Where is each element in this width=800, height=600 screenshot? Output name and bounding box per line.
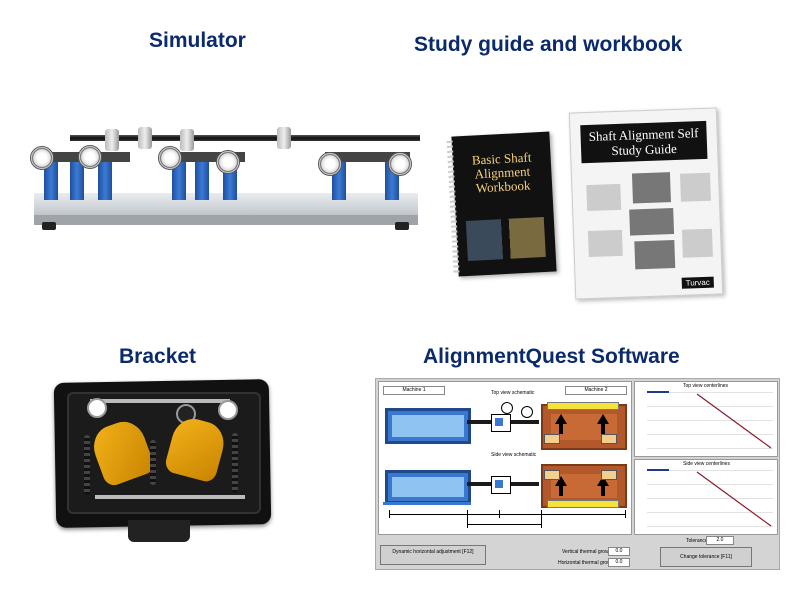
simulator-leg xyxy=(98,160,112,200)
top-centerline-chart: Top view centerlines xyxy=(634,381,778,457)
centerline-machine1 xyxy=(647,391,669,393)
arrow-up-icon xyxy=(597,414,609,424)
arrow-up-icon xyxy=(597,476,609,486)
bracket-chain xyxy=(232,433,238,493)
centerline-machine2 xyxy=(696,471,772,527)
top-centerline-title: Top view centerlines xyxy=(683,383,729,389)
arrow-stem xyxy=(601,424,605,434)
tolerance-label: Tolerance xyxy=(686,538,708,544)
dial-gauge-icon xyxy=(87,398,107,418)
foot-bar xyxy=(547,500,619,508)
machine1-label: Machine 1 xyxy=(383,386,445,395)
guide-diagram xyxy=(681,228,713,258)
study-guide-title: Study guide and workbook xyxy=(414,33,683,56)
alignmentquest-window: Machine 1 Machine 2 Top view schematic S… xyxy=(375,378,780,570)
adjust-knob-icon xyxy=(30,146,54,170)
coupling xyxy=(277,127,291,149)
simulator-leg xyxy=(44,160,58,200)
bracket-chain xyxy=(84,435,90,495)
simulator-shaft xyxy=(70,135,420,141)
bracket-rod xyxy=(90,399,230,403)
bracket-rod xyxy=(95,495,245,499)
dynamic-adjustment-button[interactable]: Dynamic horizontal adjustment [F12] xyxy=(380,545,486,565)
guide-photo xyxy=(631,172,671,204)
simulator-title: Simulator xyxy=(149,29,246,52)
guide-diagram xyxy=(679,172,711,202)
arrow-stem xyxy=(559,424,563,434)
horizontal-thermal-label: Horizontal thermal growth xyxy=(558,560,615,566)
foot-bar xyxy=(547,402,619,410)
arrow-stem xyxy=(559,486,563,496)
coupling xyxy=(105,129,119,151)
software-title: AlignmentQuest Software xyxy=(423,345,680,368)
machine1-side xyxy=(385,470,471,504)
bracket-chain xyxy=(150,440,156,485)
adjust-knob-icon xyxy=(78,145,102,169)
case-handle xyxy=(128,520,190,542)
side-centerline-chart: Side view centerlines xyxy=(634,459,778,535)
vertical-thermal-input[interactable]: 0.0 xyxy=(608,547,630,556)
adjust-knob-icon xyxy=(318,152,342,176)
simulator-foot xyxy=(42,222,56,230)
value-box xyxy=(544,470,560,480)
value-box xyxy=(601,434,617,444)
side-centerline-title: Side view centerlines xyxy=(683,461,730,467)
arrow-up-icon xyxy=(555,414,567,424)
top-view-schematic-label: Top view schematic xyxy=(491,390,535,396)
horizontal-thermal-input[interactable]: 0.0 xyxy=(608,558,630,567)
arrow-stem xyxy=(601,486,605,496)
adjust-knob-icon xyxy=(388,152,412,176)
dial-gauge-icon xyxy=(218,400,238,420)
centerline-machine2 xyxy=(696,393,772,449)
schematic-panel: Machine 1 Machine 2 Top view schematic S… xyxy=(378,381,632,535)
simulator-foot xyxy=(395,222,409,230)
coupling-hub xyxy=(495,418,503,426)
adjust-knob-icon xyxy=(216,150,240,174)
dimension-tick xyxy=(499,510,500,518)
guide-photo xyxy=(634,240,676,270)
side-view-schematic-label: Side view schematic xyxy=(491,452,537,458)
workbook-title: Basic Shaft Alignment Workbook xyxy=(471,149,532,196)
simulator-plate xyxy=(165,152,245,162)
guide-title: Shaft Alignment Self Study Guide xyxy=(580,120,708,164)
dimension-line xyxy=(389,514,625,515)
simulator-plate xyxy=(325,152,410,162)
coupling-hub xyxy=(495,480,503,488)
study-guide-image: Shaft Alignment Self Study Guide Turvac xyxy=(568,107,724,300)
machine2-label: Machine 2 xyxy=(565,386,627,395)
dimension-tick xyxy=(625,510,626,518)
coupling xyxy=(180,129,194,151)
bracket-title: Bracket xyxy=(119,345,197,368)
change-tolerance-button[interactable]: Change tolerance [F11] xyxy=(660,547,752,567)
machine1-base xyxy=(383,502,471,505)
dial-indicator-icon xyxy=(521,406,533,418)
dimension-line xyxy=(467,524,541,525)
guide-diagram xyxy=(586,183,622,212)
simulator-leg xyxy=(195,160,209,200)
guide-photo xyxy=(629,208,675,236)
workbook-image: Basic Shaft Alignment Workbook xyxy=(446,131,557,277)
machine1-top xyxy=(385,408,471,444)
simulator-base-front xyxy=(34,215,418,225)
vertical-thermal-label: Vertical thermal growth xyxy=(562,549,613,555)
value-box xyxy=(601,470,617,480)
dial-indicator-icon xyxy=(501,402,513,414)
dimension-tick xyxy=(541,510,542,528)
dimension-tick xyxy=(467,510,468,528)
guide-brand: Turvac xyxy=(681,276,714,289)
workbook-photos xyxy=(465,216,546,261)
tolerance-input[interactable]: 2.0 xyxy=(706,536,734,545)
dimension-tick xyxy=(389,510,390,518)
centerline-machine1 xyxy=(647,469,669,471)
simulator-leg xyxy=(172,160,186,200)
arrow-up-icon xyxy=(555,476,567,486)
simulator-leg xyxy=(70,160,84,200)
guide-diagram xyxy=(587,229,623,258)
coupling xyxy=(138,127,152,149)
adjust-knob-icon xyxy=(158,146,182,170)
value-box xyxy=(544,434,560,444)
